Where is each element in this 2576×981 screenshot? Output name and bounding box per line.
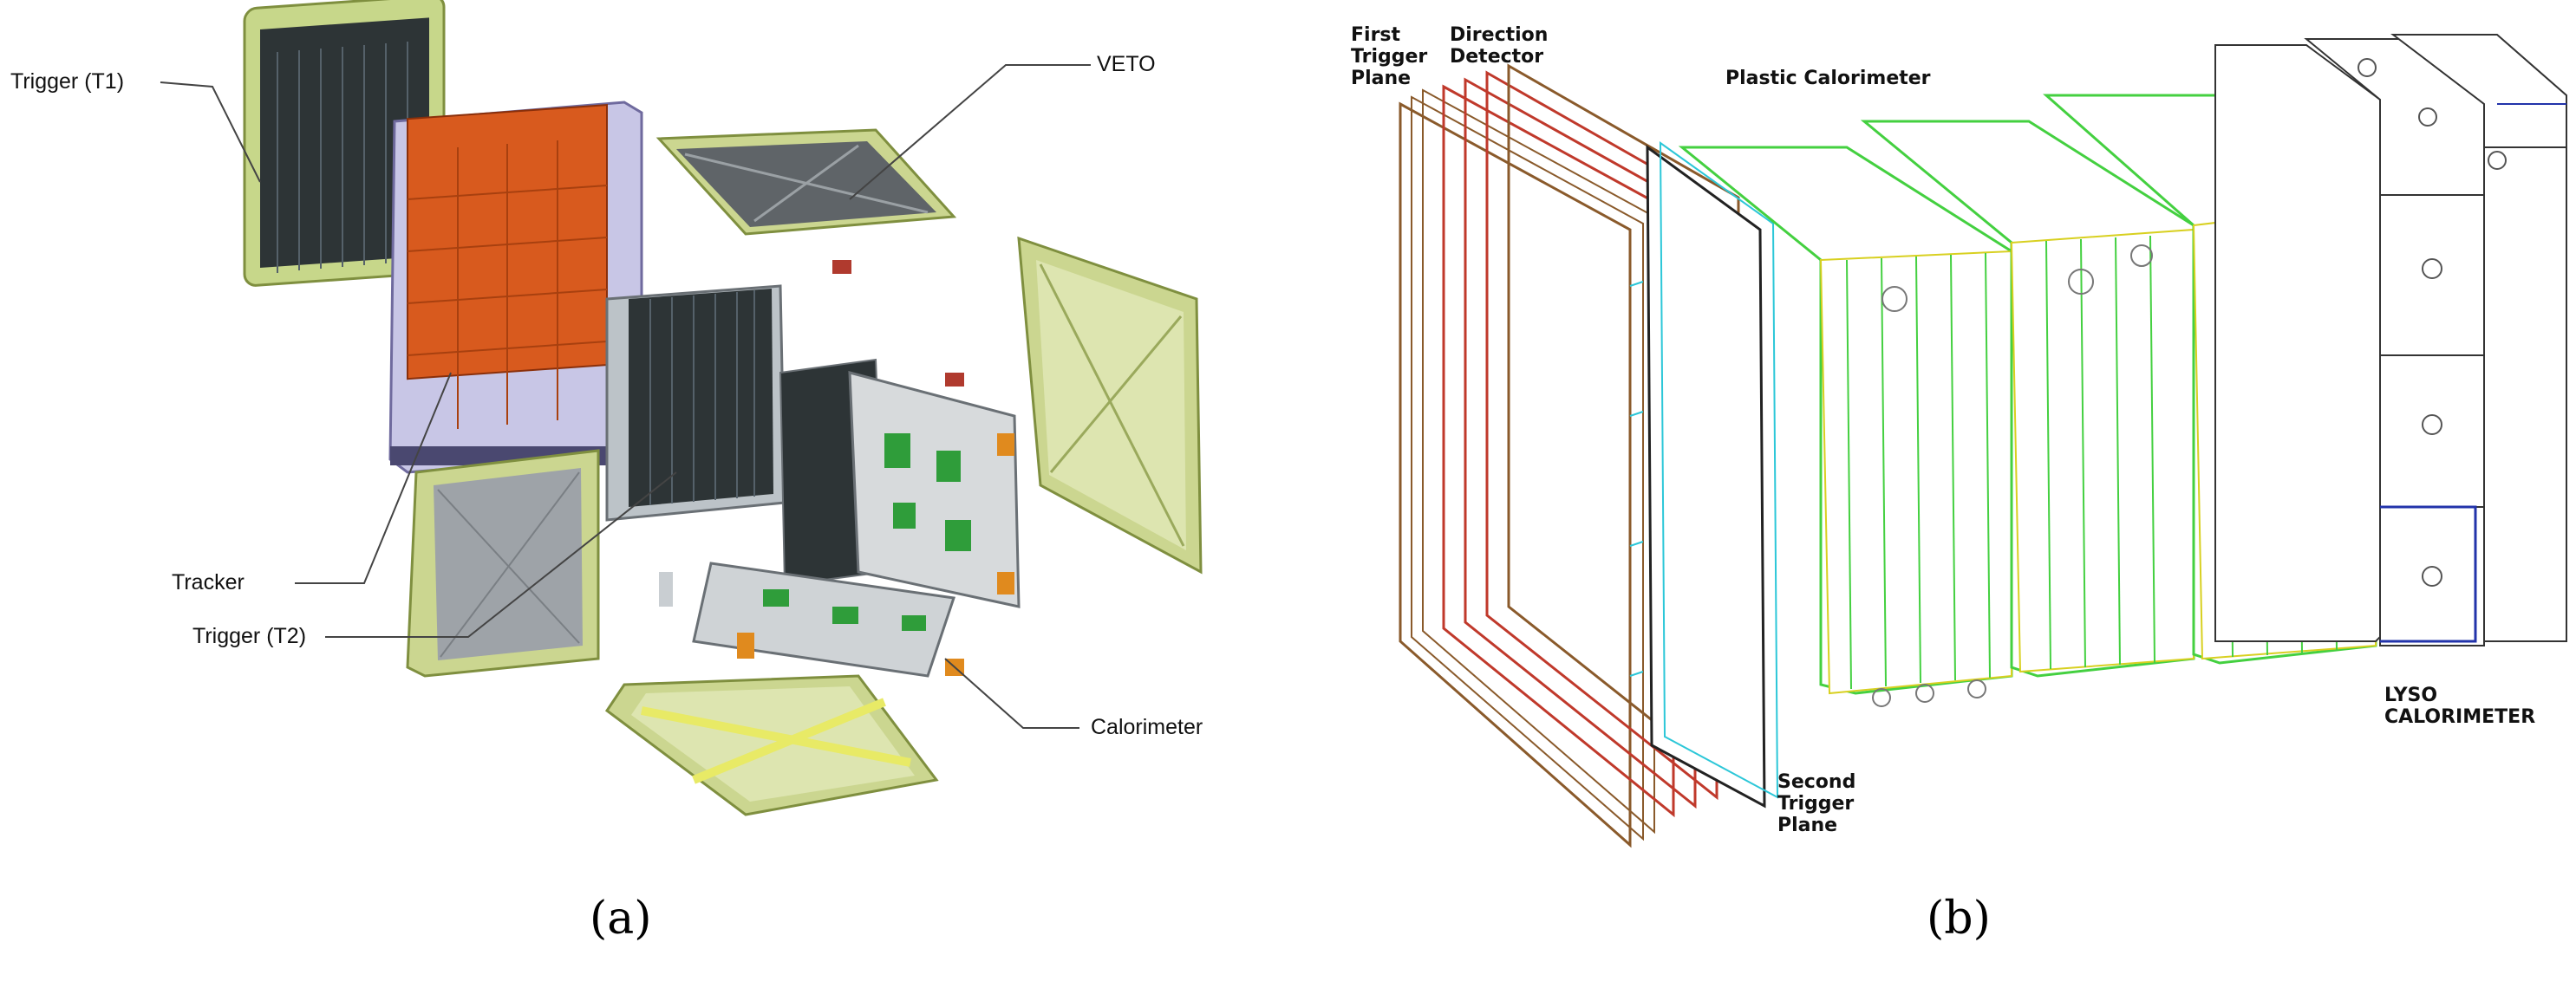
second-trigger-plane <box>1646 141 1779 809</box>
label-direction-detector-line-1: Direction <box>1450 24 1549 46</box>
label-first-trigger-plane: First Trigger Plane <box>1351 24 1427 89</box>
veto-top-panel <box>655 128 957 236</box>
label-trigger-t1: Trigger (T1) <box>10 69 125 94</box>
label-direction-detector: Direction Detector <box>1450 24 1548 68</box>
label-second-trigger-plane-line-3: Plane <box>1777 815 1838 836</box>
label-tracker: Tracker <box>172 570 245 594</box>
label-lyso-calorimeter-line-2: CALORIMETER <box>2384 706 2536 728</box>
label-veto: VETO <box>1097 52 1156 76</box>
label-first-trigger-plane-line-1: First <box>1351 24 1401 46</box>
plastic-calorimeter <box>1678 94 2377 707</box>
label-lyso-calorimeter-line-1: LYSO <box>2384 685 2438 706</box>
panel-a-drawing <box>160 0 1203 816</box>
direction-detector <box>1442 63 1740 818</box>
label-second-trigger-plane: Second Trigger Plane <box>1777 771 1855 836</box>
label-second-trigger-plane-line-2: Trigger <box>1777 793 1855 815</box>
label-trigger-t2: Trigger (T2) <box>192 624 307 648</box>
veto-left-panel <box>406 449 600 678</box>
label-direction-detector-line-2: Detector <box>1450 46 1544 68</box>
veto-right-panel <box>1017 236 1203 575</box>
caption-a: (a) <box>590 893 652 945</box>
lyso-calorimeter <box>2214 34 2567 646</box>
label-first-trigger-plane-line-3: Plane <box>1351 68 1412 89</box>
inner-electronics-box <box>692 358 1021 678</box>
label-calorimeter: Calorimeter <box>1091 715 1203 739</box>
label-plastic-calorimeter: Plastic Calorimeter <box>1725 68 1931 89</box>
tracker-panel <box>388 101 643 474</box>
caption-b: (b) <box>1927 893 1991 945</box>
trigger-t2-panel <box>605 284 786 522</box>
first-trigger-plane <box>1399 88 1655 848</box>
leader-lines-a <box>160 64 1091 729</box>
label-second-trigger-plane-line-1: Second <box>1777 771 1856 793</box>
label-lyso-calorimeter: LYSO CALORIMETER <box>2384 685 2535 728</box>
veto-bottom-panel <box>604 674 939 816</box>
label-first-trigger-plane-line-2: Trigger <box>1351 46 1428 68</box>
